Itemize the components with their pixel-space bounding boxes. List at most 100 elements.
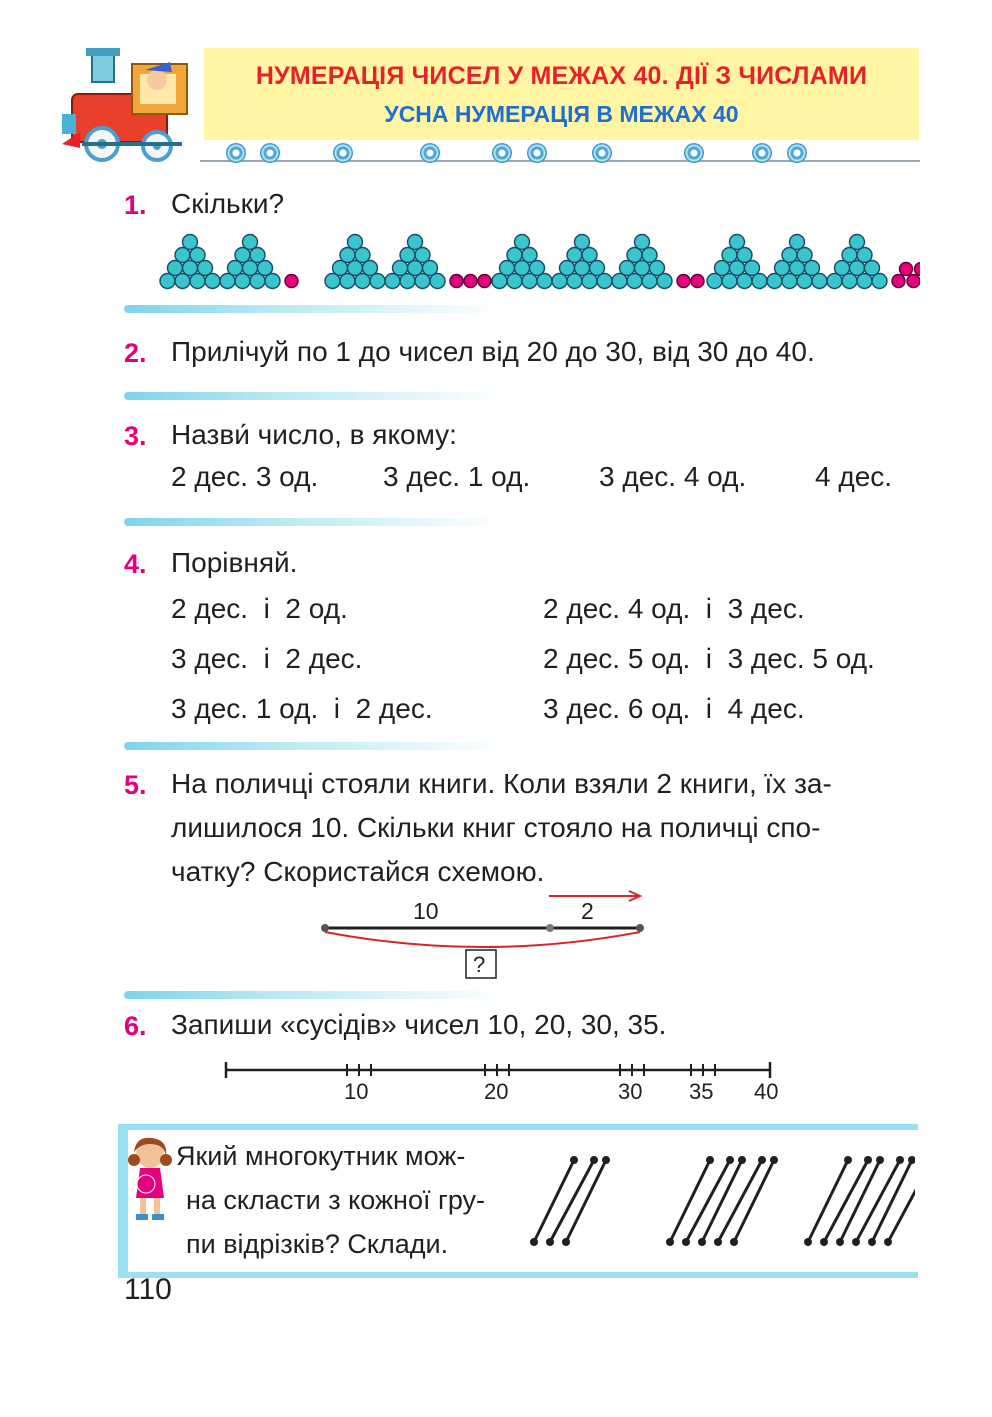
cyan-bead	[189, 246, 206, 264]
segment-groups-illustration	[530, 1156, 915, 1246]
cyan-bead	[249, 246, 266, 264]
segment-endpoint	[726, 1156, 734, 1164]
pink-bead	[690, 273, 705, 289]
segment-endpoint	[602, 1156, 610, 1164]
rail-track	[200, 160, 920, 162]
wagon-wheel	[527, 143, 547, 163]
segment	[838, 1159, 882, 1243]
segment-endpoint	[530, 1238, 538, 1246]
segment	[668, 1159, 712, 1243]
pink-bead	[477, 273, 492, 289]
task-text: Назви́ число, в якому:	[171, 419, 457, 450]
cyan-bead	[513, 233, 531, 251]
pink-bead	[913, 261, 920, 277]
compare-item: 2 дес. 4 од. і 3 дес.	[543, 593, 805, 624]
cyan-bead	[361, 259, 379, 277]
page-subtitle: УСНА НУМЕРАЦІЯ В МЕЖАХ 40	[384, 101, 739, 127]
pink-bead	[449, 273, 464, 289]
task-text: Прилічуй по 1 до чисел від 20 до 30, від…	[171, 336, 815, 367]
segment-endpoint	[570, 1156, 578, 1164]
segment	[870, 1159, 914, 1243]
cyan-bead	[871, 272, 888, 290]
task-number: 5.	[124, 770, 147, 800]
wagon-wheel	[787, 143, 807, 163]
segment-endpoint	[820, 1238, 828, 1246]
segment-endpoint	[546, 1238, 554, 1246]
segment-endpoint	[844, 1156, 852, 1164]
segment	[532, 1159, 576, 1243]
compare-item: 3 дес. 1 од. і 2 дес.	[171, 693, 433, 724]
cyan-bead	[648, 259, 666, 277]
cyan-bead	[414, 246, 431, 264]
wagon-wheel	[333, 143, 353, 163]
number-item: 3 дес. 1 од.	[383, 461, 531, 492]
cyan-bead	[429, 272, 446, 290]
section-divider	[124, 518, 504, 526]
wagon-wheel	[420, 143, 440, 163]
bead-groups-illustration	[159, 233, 920, 290]
cyan-bead	[421, 259, 439, 277]
task-text-line: На поличці стояли книги. Коли взяли 2 кн…	[171, 768, 832, 799]
cyan-bead	[728, 233, 746, 251]
cyan-bead	[743, 259, 761, 277]
number-line-tick-label: 20	[484, 1079, 509, 1104]
cyan-bead	[406, 233, 424, 251]
cyan-bead	[354, 246, 371, 264]
page-title: НУМЕРАЦІЯ ЧИСЕЛ У МЕЖАХ 40. ДІЇ З ЧИСЛАМ…	[255, 62, 868, 90]
puzzle-box	[118, 1124, 918, 1278]
segment-endpoint	[714, 1238, 722, 1246]
pink-bead	[898, 261, 914, 277]
pink-bead	[891, 273, 906, 289]
cyan-bead	[241, 233, 259, 251]
wagon-wheel	[260, 143, 280, 163]
task-number: 2.	[124, 338, 147, 368]
puzzle-text-line: на скласти з кожної гру-	[186, 1185, 486, 1215]
cyan-bead	[256, 259, 274, 277]
pink-bead	[676, 273, 691, 289]
section-divider	[124, 991, 504, 999]
segment-endpoint	[562, 1238, 570, 1246]
segment-endpoint	[908, 1156, 915, 1164]
cyan-bead	[803, 259, 821, 277]
cyan-bead	[736, 246, 753, 264]
number-line-tick-label: 10	[344, 1079, 369, 1104]
train-illustration	[62, 48, 188, 162]
cyan-bead	[346, 233, 364, 251]
header-banner	[204, 48, 919, 140]
task-number: 3.	[124, 421, 147, 451]
number-item: 4 дес.	[815, 461, 893, 492]
segment-endpoint	[804, 1238, 812, 1246]
scheme-label-left: 10	[413, 898, 439, 924]
segment-endpoint	[896, 1156, 904, 1164]
number-item: 3 дес. 4 од.	[599, 461, 747, 492]
scheme-label-right: 2	[581, 898, 594, 924]
number-line	[224, 1062, 772, 1078]
cyan-bead	[856, 246, 873, 264]
problem-scheme	[321, 890, 644, 979]
segment	[886, 1188, 915, 1243]
scheme-unknown: ?	[473, 952, 486, 977]
task-text-line: чатку? Скористайся схемою.	[171, 856, 545, 887]
segment-endpoint	[758, 1156, 766, 1164]
segment-endpoint	[876, 1156, 884, 1164]
section-divider	[124, 742, 504, 750]
task-number: 1.	[124, 190, 147, 220]
puzzle-text-line: Який многокутник мож-	[176, 1141, 466, 1171]
cyan-bead	[521, 246, 538, 264]
cyan-bead	[863, 259, 881, 277]
segment-endpoint	[864, 1156, 872, 1164]
girl-illustration	[128, 1137, 172, 1220]
pink-bead	[463, 273, 478, 289]
task-number: 6.	[124, 1011, 147, 1041]
cyan-bead	[196, 259, 214, 277]
cyan-bead	[633, 233, 651, 251]
cyan-bead	[581, 246, 598, 264]
page-number: 110	[124, 1273, 172, 1306]
cyan-bead	[656, 272, 673, 290]
puzzle-text-line: пи відрізків? Склади.	[186, 1229, 449, 1259]
compare-item: 2 дес. і 2 од.	[171, 593, 348, 624]
task-number: 4.	[124, 549, 147, 579]
number-line-tick-label: 30	[618, 1079, 643, 1104]
segment	[548, 1159, 596, 1243]
wagon-wheel	[226, 143, 246, 163]
